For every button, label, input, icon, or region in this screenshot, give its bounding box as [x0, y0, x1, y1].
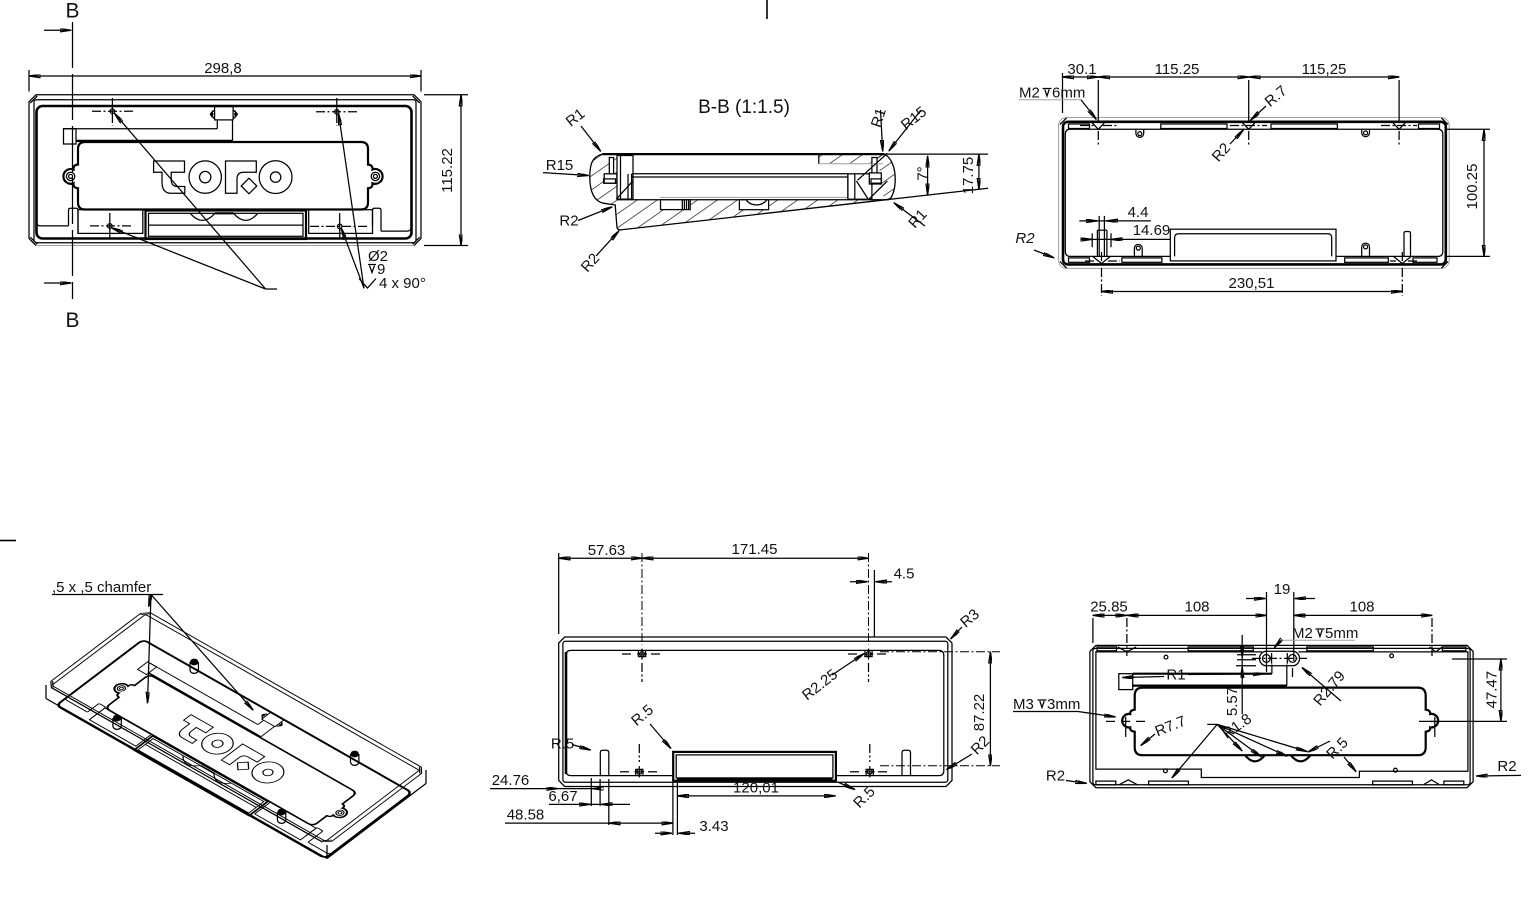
svg-text:R2: R2	[1015, 230, 1035, 247]
svg-text:R2: R2	[1046, 768, 1065, 785]
svg-text:R.5: R.5	[551, 736, 574, 753]
svg-text:R1: R1	[905, 206, 930, 232]
svg-text:47.47: 47.47	[1484, 671, 1501, 709]
svg-text:57.63: 57.63	[588, 542, 626, 559]
svg-text:5.57: 5.57	[1224, 687, 1241, 716]
svg-text:Ø2: Ø2	[368, 248, 388, 265]
svg-text:B-B (1:1.5): B-B (1:1.5)	[698, 97, 790, 118]
svg-text:R1: R1	[1166, 667, 1185, 684]
svg-text:M3: M3	[1013, 696, 1034, 713]
svg-text:B: B	[65, 309, 79, 332]
svg-text:R7.7: R7.7	[1153, 713, 1189, 741]
svg-text:14.69: 14.69	[1133, 222, 1171, 239]
svg-text:R15: R15	[546, 157, 574, 174]
svg-text:25.85: 25.85	[1090, 599, 1128, 616]
svg-text:48.58: 48.58	[507, 807, 545, 824]
svg-text:6,67: 6,67	[548, 788, 577, 805]
svg-text:5mm: 5mm	[1325, 625, 1358, 642]
svg-text:100.25: 100.25	[1464, 164, 1481, 210]
svg-text:R2: R2	[1497, 758, 1516, 775]
svg-text:115,25: 115,25	[1302, 61, 1347, 78]
svg-text:17.75: 17.75	[960, 157, 977, 195]
svg-text:R.5: R.5	[850, 783, 879, 812]
svg-text:19: 19	[1274, 581, 1291, 598]
svg-text:M2: M2	[1019, 85, 1040, 102]
svg-text:M2: M2	[1292, 625, 1313, 642]
svg-text:,5 x ,5 chamfer: ,5 x ,5 chamfer	[52, 579, 151, 596]
svg-text:115.22: 115.22	[439, 148, 456, 193]
svg-text:R1: R1	[868, 106, 890, 130]
svg-text:9: 9	[377, 261, 385, 278]
svg-text:3.43: 3.43	[699, 818, 728, 835]
svg-text:115.25: 115.25	[1155, 61, 1200, 78]
svg-text:24.76: 24.76	[492, 772, 530, 789]
svg-text:R1: R1	[563, 105, 589, 130]
svg-text:30.1: 30.1	[1067, 61, 1096, 78]
svg-text:R.5: R.5	[628, 701, 657, 729]
svg-text:230,51: 230,51	[1229, 275, 1275, 292]
svg-text:3mm: 3mm	[1047, 696, 1080, 713]
svg-text:B: B	[65, 0, 79, 23]
svg-text:108: 108	[1184, 599, 1209, 616]
svg-text:R2: R2	[578, 250, 603, 276]
svg-text:171.45: 171.45	[732, 541, 778, 558]
svg-text:7°: 7°	[915, 166, 932, 180]
svg-text:120,01: 120,01	[733, 780, 779, 797]
svg-text:4.4: 4.4	[1128, 204, 1149, 221]
svg-text:4 x 90°: 4 x 90°	[379, 275, 426, 292]
svg-text:R.5: R.5	[1323, 734, 1352, 763]
svg-text:298,8: 298,8	[204, 60, 242, 77]
svg-text:108: 108	[1349, 599, 1374, 616]
svg-text:R2: R2	[559, 213, 578, 230]
svg-text:4.5: 4.5	[894, 566, 915, 583]
svg-text:87.22: 87.22	[971, 694, 988, 732]
svg-text:6mm: 6mm	[1052, 85, 1085, 102]
svg-text:R2.25: R2.25	[799, 666, 841, 704]
